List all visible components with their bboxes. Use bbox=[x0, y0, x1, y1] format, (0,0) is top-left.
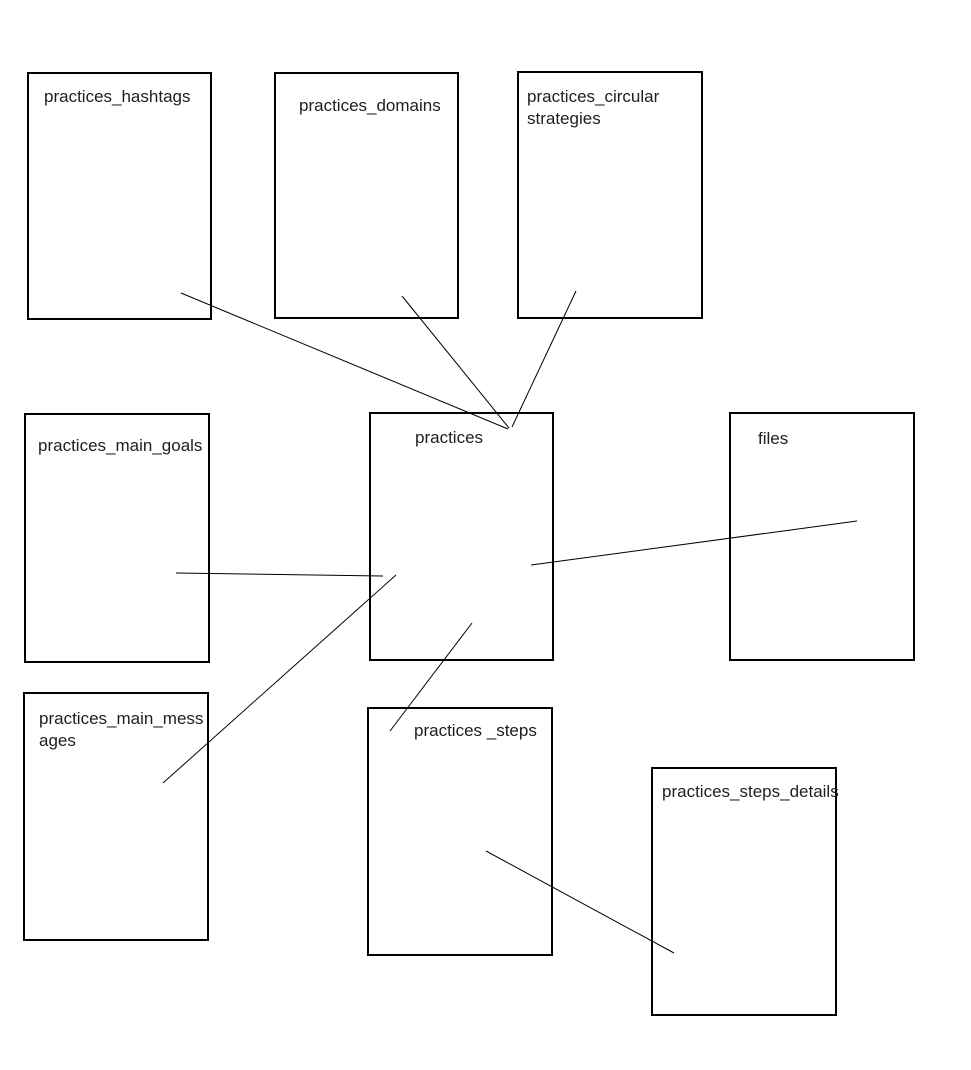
entity-box-practices[interactable]: practices bbox=[369, 412, 554, 661]
entity-box-practices-main-messages[interactable]: practices_main_mess ages bbox=[23, 692, 209, 941]
entity-label-practices: practices bbox=[415, 428, 484, 447]
entity-label-practices-main-goals: practices_main_goals bbox=[38, 436, 203, 455]
entity-label-practices-circular-strategies: practices_circular strategies bbox=[527, 87, 660, 128]
entity-box-practices-steps-details[interactable]: practices_steps_details bbox=[651, 767, 839, 1016]
entity-label-practices-hashtags: practices_hashtags bbox=[44, 87, 191, 106]
entity-box-files[interactable]: files bbox=[729, 412, 915, 661]
entity-label-practices-steps-details: practices_steps_details bbox=[662, 782, 839, 801]
entity-label-practices-main-messages: practices_main_mess ages bbox=[39, 709, 204, 750]
entity-label-files: files bbox=[758, 429, 789, 448]
entity-box-practices-main-goals[interactable]: practices_main_goals bbox=[24, 413, 210, 663]
entity-box-practices-hashtags[interactable]: practices_hashtags bbox=[27, 72, 212, 320]
entity-box-practices-circular-strategies[interactable]: practices_circular strategies bbox=[517, 71, 703, 319]
entity-label-practices-steps: practices _steps bbox=[414, 721, 537, 740]
entity-box-practices-domains[interactable]: practices_domains bbox=[274, 72, 459, 319]
entity-label-practices-domains: practices_domains bbox=[299, 96, 441, 115]
entity-box-practices-steps[interactable]: practices _steps bbox=[367, 707, 553, 956]
